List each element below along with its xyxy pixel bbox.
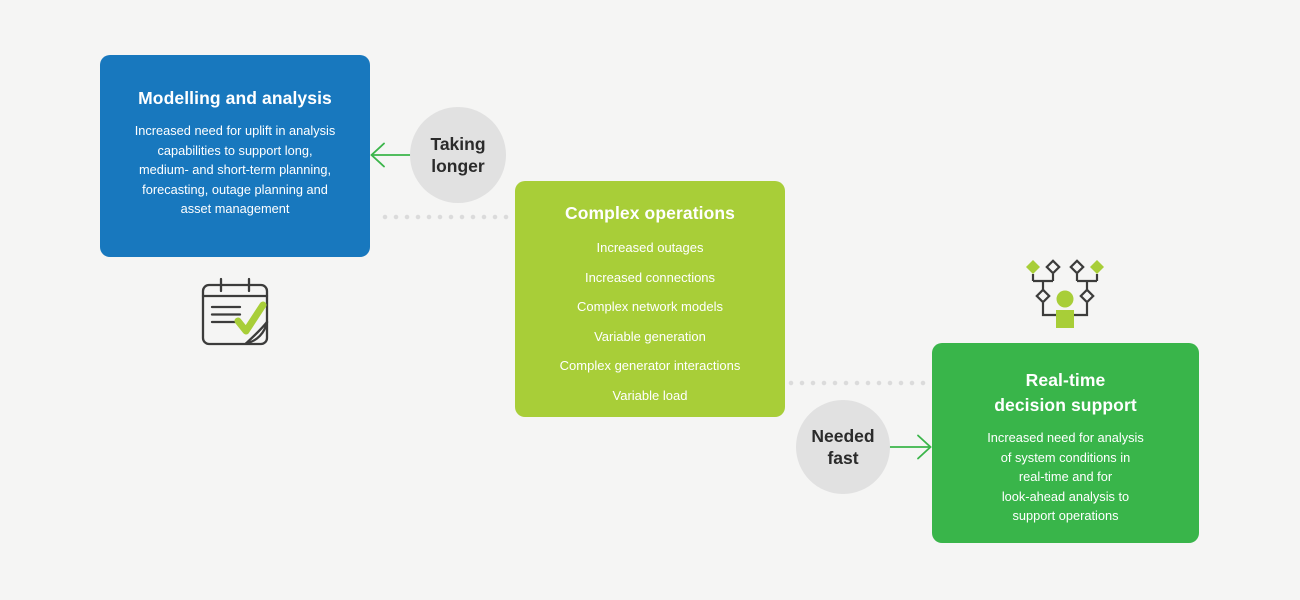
card-realtime-decision-support: Real-time decision support Increased nee…	[932, 343, 1199, 543]
needed-fast-badge: Needed fast	[796, 400, 890, 494]
decision-tree-people-icon	[1026, 259, 1104, 328]
needed-fast-label: Needed fast	[811, 426, 875, 468]
list-item: Variable load	[612, 387, 688, 403]
taking-longer-label: Taking longer	[430, 134, 486, 176]
card-modelling-and-analysis: Modelling and analysis Increased need fo…	[100, 55, 370, 257]
card-complex-title: Complex operations	[564, 203, 736, 223]
taking-longer-badge: Taking longer	[410, 107, 506, 203]
list-item: Variable generation	[594, 328, 706, 344]
list-item: Complex generator interactions	[559, 358, 741, 373]
card-realtime-title: Real-time decision support	[994, 370, 1137, 415]
list-item: Complex network models	[577, 299, 723, 314]
needed-fast-arrow	[887, 434, 932, 460]
card-complex-operations: Complex operations Increased outages Inc…	[515, 181, 785, 417]
list-item: Increased connections	[584, 269, 716, 285]
card-realtime-body: Increased need for analysis of system co…	[987, 430, 1144, 523]
card-modelling-body: Increased need for uplift in analysis ca…	[134, 123, 336, 216]
notepad-checklist-icon	[201, 277, 269, 346]
list-item: Increased outages	[596, 240, 704, 255]
taking-longer-arrow	[370, 142, 414, 168]
card-modelling-title: Modelling and analysis	[138, 88, 332, 108]
card-complex-list: Increased outages Increased connections …	[527, 233, 773, 410]
